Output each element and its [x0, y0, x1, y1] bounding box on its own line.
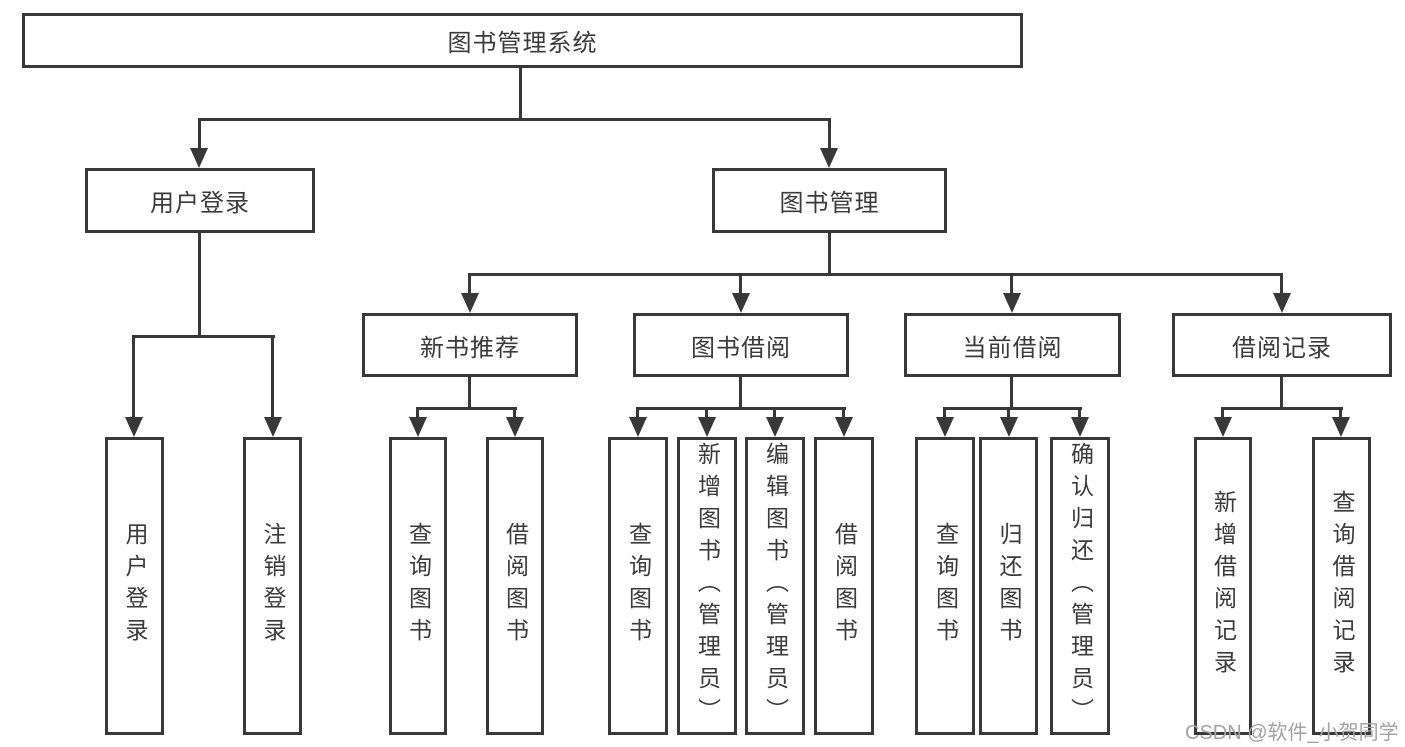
- node-book-management: 图书管理: [712, 168, 947, 233]
- connector-book-management-rail: [468, 273, 1283, 276]
- arrow-down-icon: [820, 148, 838, 168]
- leaf-label: 新增借阅记录: [1210, 490, 1237, 682]
- leaf-logout: 注销登录: [243, 437, 302, 735]
- leaf-label: 查询图书: [625, 522, 652, 650]
- leaf-confirm-return-admin: 确认归还（管理员）: [1050, 437, 1110, 735]
- connector-arrow-shaft-level3: [468, 273, 471, 297]
- connector-arrow-shaft-level3: [1010, 273, 1013, 297]
- leaf-label: 借阅图书: [502, 522, 529, 650]
- arrow-down-icon: [506, 417, 524, 437]
- node-label: 借阅记录: [1232, 334, 1332, 362]
- connector-user-login-rail: [132, 335, 275, 338]
- arrow-down-icon: [629, 417, 647, 437]
- node-label: 图书管理系统: [447, 30, 598, 57]
- arrow-down-icon: [1273, 293, 1291, 313]
- arrow-down-icon: [461, 293, 479, 313]
- connector-recommend-stem: [468, 375, 471, 410]
- leaf-borrow-books-2: 借阅图书: [814, 437, 874, 735]
- arrow-down-icon: [1000, 417, 1018, 437]
- node-label: 当前借阅: [962, 334, 1063, 362]
- connector-arrow-shaft-user-login: [198, 118, 201, 152]
- leaf-label: 用户登录: [122, 522, 148, 650]
- leaf-label: 新增图书（管理员）: [694, 442, 721, 730]
- connector-arrow-shaft-leaf: [705, 407, 708, 421]
- node-borrow-records: 借阅记录: [1172, 313, 1392, 377]
- connector-root-stem: [519, 68, 522, 118]
- connector-arrow-shaft-leaf: [943, 407, 946, 421]
- connector-arrow-shaft-leaf: [1221, 407, 1224, 421]
- connector-records-rail: [1221, 407, 1343, 410]
- connector-arrow-shaft-leaf: [271, 335, 274, 421]
- node-label: 新书推荐: [420, 334, 520, 362]
- connector-user-login-stem: [198, 233, 201, 338]
- connector-borrow-stem: [739, 377, 742, 410]
- arrow-down-icon: [1214, 417, 1232, 437]
- arrow-down-icon: [732, 293, 750, 313]
- connector-records-stem: [1280, 375, 1283, 410]
- connector-arrow-shaft-leaf: [1007, 407, 1010, 421]
- leaf-query-books-1: 查询图书: [389, 437, 447, 735]
- csdn-watermark: CSDN @软件_小贺同学: [1185, 722, 1399, 744]
- connector-arrow-shaft-leaf: [1339, 407, 1342, 421]
- connector-recommend-rail: [416, 407, 517, 410]
- leaf-label: 确认归还（管理员）: [1067, 442, 1094, 730]
- connector-root-rail: [198, 118, 831, 121]
- arrow-down-icon: [766, 417, 784, 437]
- connector-book-management-stem: [828, 233, 831, 276]
- connector-arrow-shaft-leaf: [132, 335, 135, 421]
- arrow-down-icon: [936, 417, 954, 437]
- leaf-label: 注销登录: [260, 522, 286, 650]
- leaf-add-borrow-record: 新增借阅记录: [1194, 437, 1252, 735]
- node-label: 用户登录: [150, 190, 250, 217]
- node-current-borrow: 当前借阅: [904, 313, 1121, 377]
- node-new-book-recommend: 新书推荐: [362, 313, 578, 377]
- leaf-borrow-books-1: 借阅图书: [486, 437, 544, 735]
- leaf-label: 归还图书: [996, 522, 1022, 650]
- arrow-down-icon: [835, 417, 853, 437]
- node-label: 图书管理: [779, 190, 880, 217]
- leaf-label: 查询借阅记录: [1329, 490, 1355, 682]
- connector-arrow-shaft-level3: [739, 273, 742, 297]
- leaf-return-book: 归还图书: [979, 437, 1038, 735]
- node-library-management-system: 图书管理系统: [22, 13, 1023, 68]
- leaf-add-book-admin: 新增图书（管理员）: [677, 437, 737, 735]
- leaf-query-borrow-record: 查询借阅记录: [1312, 437, 1371, 735]
- arrow-down-icon: [1332, 417, 1350, 437]
- connector-borrow-rail: [636, 407, 846, 410]
- connector-arrow-shaft-leaf: [1078, 407, 1081, 421]
- leaf-query-books-2: 查询图书: [608, 437, 668, 735]
- connector-arrow-shaft-leaf: [636, 407, 639, 421]
- connector-arrow-shaft-level3: [1280, 273, 1283, 297]
- arrow-down-icon: [1003, 293, 1021, 313]
- arrow-down-icon: [409, 417, 427, 437]
- node-user-login: 用户登录: [85, 168, 315, 233]
- connector-arrow-shaft-leaf: [842, 407, 845, 421]
- arrow-down-icon: [1071, 417, 1089, 437]
- node-label: 图书借阅: [691, 334, 791, 362]
- arrow-down-icon: [125, 417, 143, 437]
- leaf-query-books-3: 查询图书: [915, 437, 975, 735]
- leaf-user-login: 用户登录: [105, 437, 164, 735]
- leaf-label: 查询图书: [405, 522, 432, 650]
- leaf-label: 借阅图书: [831, 522, 858, 650]
- node-book-borrow: 图书借阅: [633, 313, 849, 377]
- connector-current-rail: [943, 407, 1082, 410]
- connector-current-stem: [1010, 377, 1013, 410]
- connector-arrow-shaft-leaf: [773, 407, 776, 421]
- connector-arrow-shaft-leaf: [513, 407, 516, 421]
- leaf-edit-book-admin: 编辑图书（管理员）: [745, 437, 805, 735]
- connector-arrow-shaft-leaf: [416, 407, 419, 421]
- leaf-label: 编辑图书（管理员）: [762, 442, 789, 730]
- arrow-down-icon: [698, 417, 716, 437]
- leaf-label: 查询图书: [932, 522, 959, 650]
- arrow-down-icon: [264, 417, 282, 437]
- arrow-down-icon: [190, 148, 208, 168]
- connector-arrow-shaft-book-management: [828, 118, 831, 152]
